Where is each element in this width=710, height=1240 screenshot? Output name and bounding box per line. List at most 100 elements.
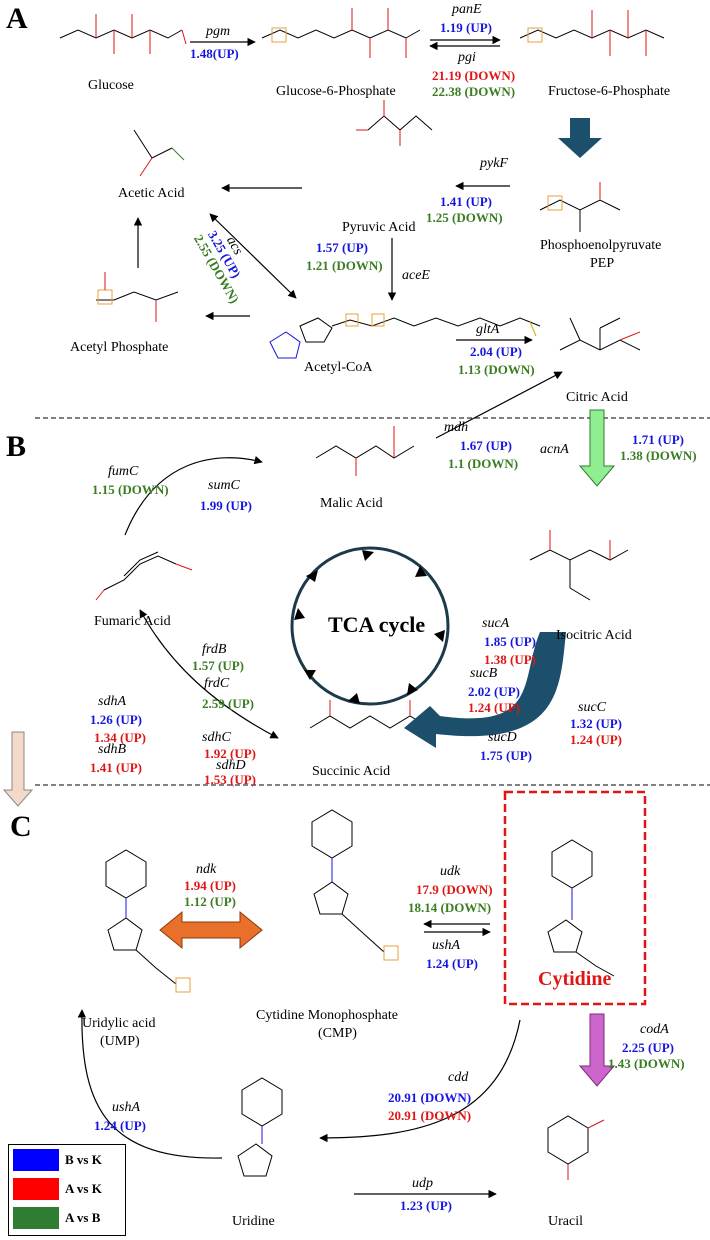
metabolite-malic: Malic Acid: [320, 496, 383, 511]
arrow-f6p-pep: [558, 118, 602, 158]
legend-label: A vs K: [65, 1181, 102, 1196]
value-aceE-bk: 1.57 (UP): [316, 240, 368, 255]
section-label-b: B: [6, 430, 27, 463]
value-ndk-ab: 1.12 (UP): [184, 894, 236, 909]
gene-sucA: sucA: [482, 616, 510, 631]
arrow-fumC: [124, 456, 263, 536]
cytidine-structure: [547, 839, 615, 977]
arrow-codA: [578, 1013, 616, 1087]
value-acnA-ab: 1.38 (DOWN): [620, 448, 697, 463]
value-sdhC-ak: 1.92 (UP): [204, 746, 256, 761]
gene-sdhA: sdhA: [98, 694, 126, 709]
gene-sucB: sucB: [470, 666, 498, 681]
ump-structure: [105, 849, 191, 993]
gene-codA: codA: [640, 1022, 669, 1037]
arrow-acs: [209, 213, 297, 299]
value-gltA-ab: 1.13 (DOWN): [458, 362, 535, 377]
metabolite-acetylphosphate: Acetyl Phosphate: [70, 340, 169, 355]
acetic-structure: [133, 129, 185, 177]
gene-sdhC: sdhC: [202, 730, 231, 745]
value-sucA-bk: 1.85 (UP): [484, 634, 536, 649]
value-cdd-ak: 20.91 (DOWN): [388, 1108, 472, 1123]
value-ushA-uridine-bk: 1.24 (UP): [94, 1118, 146, 1133]
legend-item: B vs K: [13, 1149, 121, 1171]
gene-sumC: sumC: [208, 478, 240, 493]
metabolite-pyruvic: Pyruvic Acid: [342, 220, 416, 235]
value-sucB-ak: 1.24 (UP): [468, 700, 520, 715]
gene-udk: udk: [440, 864, 461, 879]
tca-cycle-label: TCA cycle: [328, 612, 426, 637]
legend-label: B vs K: [65, 1152, 102, 1167]
metabolite-ump-abbr: (UMP): [100, 1034, 140, 1049]
arrow-sdh: [139, 609, 279, 739]
value-sdhB-ak: 1.41 (UP): [90, 760, 142, 775]
value-pgi-ak: 21.19 (DOWN): [432, 68, 516, 83]
value-ushA-cmp-bk: 1.24 (UP): [426, 956, 478, 971]
metabolite-cytidine: Cytidine: [538, 968, 612, 990]
value-frdC-ab: 2.59 (UP): [202, 696, 254, 711]
gene-pgi: pgi: [458, 50, 476, 65]
succinic-structure: [309, 700, 431, 729]
gene-fumC: fumC: [108, 464, 139, 479]
gene-cdd: cdd: [448, 1070, 469, 1085]
value-udk-ab: 18.14 (DOWN): [408, 900, 492, 915]
metabolite-f6p: Fructose-6-Phosphate: [548, 84, 671, 99]
legend-swatch: [13, 1178, 59, 1200]
arrow-cdd: [319, 1019, 521, 1143]
arrow-b-c-link: [2, 731, 34, 807]
value-sucC-ak: 1.24 (UP): [570, 732, 622, 747]
metabolite-pep-name: Phosphoenolpyruvate: [540, 238, 662, 253]
section-label-a: A: [6, 2, 28, 35]
legend-swatch: [13, 1207, 59, 1229]
pyruvic-structure: [356, 100, 433, 146]
legend-item: A vs K: [13, 1178, 121, 1200]
gene-aceE: aceE: [402, 268, 430, 283]
metabolite-succinic: Succinic Acid: [312, 764, 391, 779]
value-sucB-bk: 2.02 (UP): [468, 684, 520, 699]
malic-structure: [315, 426, 415, 476]
gene-frdC: frdC: [204, 676, 230, 691]
metabolite-citric: Citric Acid: [566, 390, 628, 405]
metabolite-uracil: Uracil: [548, 1214, 583, 1229]
value-frdB-ab: 1.57 (UP): [192, 658, 244, 673]
arrow-mdh: [435, 371, 563, 439]
value-udp-bk: 1.23 (UP): [400, 1198, 452, 1213]
pep-structure: [539, 182, 621, 232]
value-gltA-bk: 2.04 (UP): [470, 344, 522, 359]
arrow-acnA: [578, 409, 616, 487]
gene-ushA-cmp: ushA: [432, 938, 460, 953]
gene-pykF: pykF: [480, 156, 508, 171]
value-sucC-bk: 1.32 (UP): [570, 716, 622, 731]
metabolite-fumaric: Fumaric Acid: [94, 614, 171, 629]
value-cdd-bk: 20.91 (DOWN): [388, 1090, 472, 1105]
citric-structure: [559, 317, 641, 351]
arrow-suc: [404, 632, 566, 748]
gene-sucC: sucC: [578, 700, 606, 715]
metabolite-ump-name: Uridylic acid: [82, 1016, 156, 1031]
legend-label: A vs B: [65, 1210, 101, 1225]
metabolite-isocitric: Isocitric Acid: [556, 628, 632, 643]
gene-mdh: mdh: [444, 420, 469, 435]
gene-sdhD: sdhD: [216, 758, 246, 773]
metabolite-g6p: Glucose-6-Phosphate: [276, 84, 396, 99]
isocitric-structure: [529, 530, 629, 601]
cytidine-highlight-box: [503, 790, 647, 1006]
acetylcoa-structure: [269, 313, 541, 359]
gene-frdB: frdB: [202, 642, 227, 657]
legend: B vs K A vs K A vs B: [8, 1144, 126, 1236]
gene-ndk: ndk: [196, 862, 217, 877]
arrow-ushA2: [77, 1009, 223, 1159]
metabolite-cmp-abbr: (CMP): [318, 1026, 357, 1041]
gene-pgm: pgm: [206, 24, 231, 39]
gene-panE: panE: [452, 2, 482, 17]
arrow-ndk: [159, 910, 263, 950]
metabolite-glucose: Glucose: [88, 78, 134, 93]
value-pgi-ab: 22.38 (DOWN): [432, 84, 516, 99]
cmp-structure: [311, 809, 399, 961]
value-ndk-ak: 1.94 (UP): [184, 878, 236, 893]
gene-gltA: gltA: [476, 322, 500, 337]
tca-cycle-ring: [290, 546, 450, 706]
value-aceE-ab: 1.21 (DOWN): [306, 258, 383, 273]
f6p-structure: [519, 10, 665, 56]
